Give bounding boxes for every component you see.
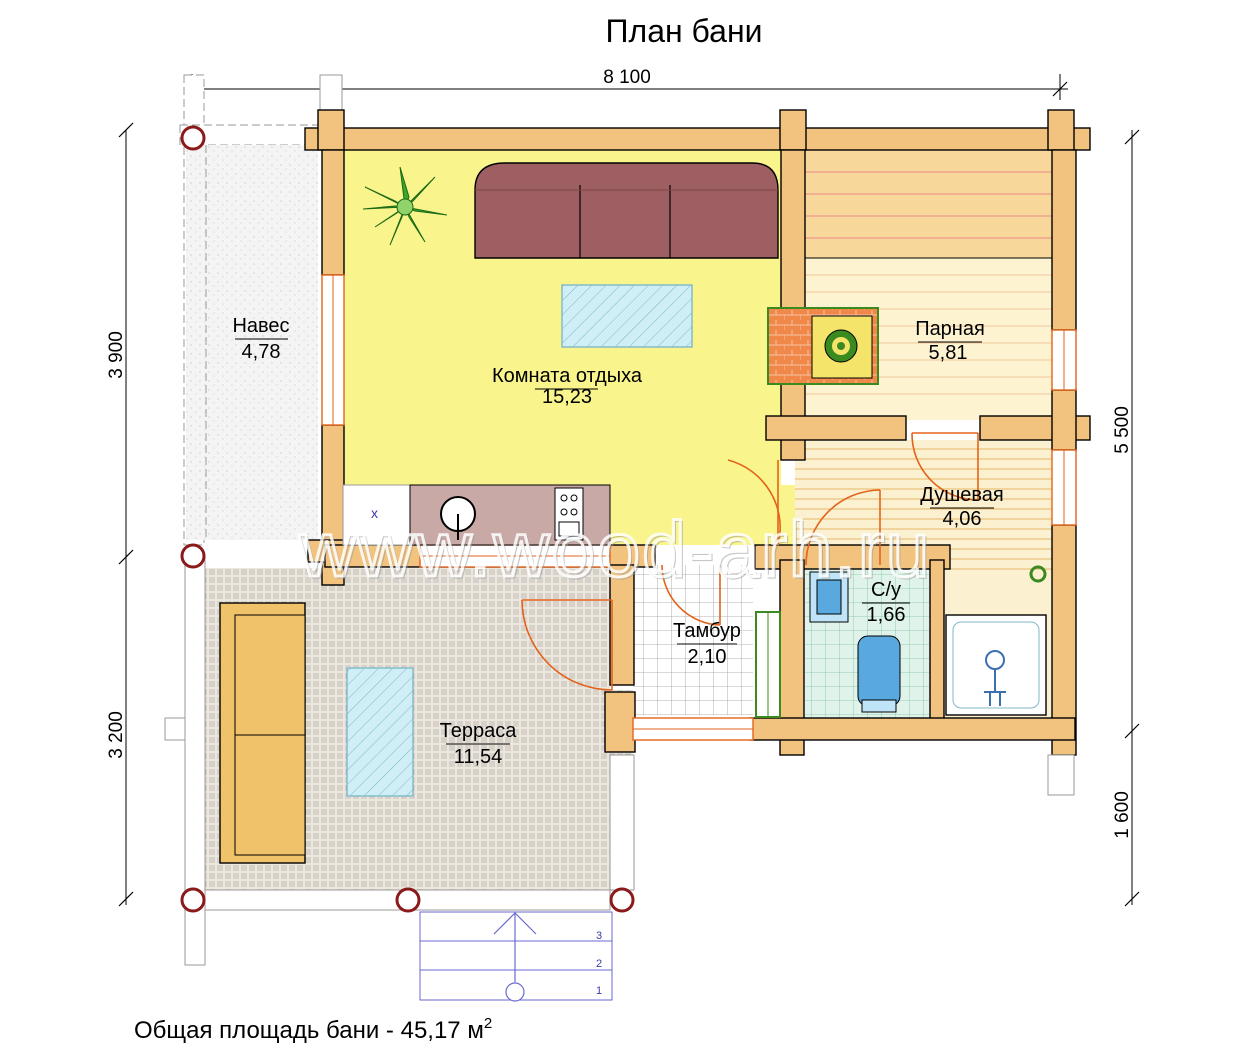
dim-width-label: 8 100: [603, 67, 651, 88]
room-name: Тамбур: [673, 620, 741, 642]
room-area: 11,54: [454, 746, 503, 768]
room-area: 15,23: [542, 386, 592, 408]
dimension-top: 8 100: [184, 67, 1068, 100]
stair-step-1: 1: [596, 985, 602, 997]
canopy-area: [179, 74, 343, 546]
terrace-table: [346, 667, 414, 797]
sauna-stove-icon: [767, 307, 879, 385]
sauna-bench: [804, 149, 1056, 259]
svg-text:Общая площадь бани - 45,17 м2: Общая площадь бани - 45,17 м2: [134, 1015, 492, 1044]
room-label-komnata: Комната отдыха 15,23: [492, 365, 643, 408]
door-entrance: [661, 564, 721, 626]
room-name: Терраса: [440, 720, 518, 742]
stove-icon: [554, 487, 584, 541]
room-label-dushevaya: Душевая 4,06: [920, 484, 1004, 530]
total-area: Общая площадь бани - 45,17 м2: [134, 1015, 492, 1044]
stair-step-3: 3: [596, 930, 602, 942]
room-label-terrasa: Терраса 11,54: [440, 720, 518, 768]
room-area: 1,66: [867, 604, 906, 626]
shower-valve-icon: [1029, 565, 1047, 583]
sink-icon: [440, 496, 476, 540]
room-label-tambur: Тамбур 2,10: [673, 620, 741, 668]
washbasin-icon: [809, 571, 849, 623]
room-name: Парная: [915, 318, 985, 340]
room-name: Душевая: [920, 484, 1004, 506]
dim-right-upper-label: 5 500: [1112, 406, 1133, 454]
dimension-left: 3 900 3 200: [106, 122, 134, 907]
room-area: 4,78: [242, 341, 281, 363]
entry-stairs: 3 2 1: [419, 911, 613, 1002]
room-name: Навес: [232, 315, 289, 337]
door-shower: [911, 432, 979, 501]
dimension-right: 5 500 1 600: [1112, 129, 1140, 907]
door-terrace: [521, 599, 613, 691]
room-name: С/у: [871, 579, 901, 601]
watermark-outline: www.wood-arh.ru: [300, 507, 934, 595]
door-wc: [805, 489, 881, 566]
rest-room-floor-lower: [610, 485, 795, 545]
column-posts: [180, 125, 635, 913]
room-name: Комната отдыха: [492, 365, 643, 387]
toilet-icon: [857, 635, 901, 713]
door-rest-room: [727, 459, 781, 546]
plant-icon: [362, 166, 448, 246]
room-label-parnaya: Парная 5,81: [915, 318, 985, 364]
rest-room-table: [561, 284, 693, 348]
kitchen-mark: x: [371, 505, 378, 521]
room-area: 5,81: [929, 342, 968, 364]
total-area-label: Общая площадь бани - 45,17 м: [134, 1017, 484, 1044]
dim-left-upper-label: 3 900: [106, 331, 127, 379]
sofa: [474, 162, 779, 259]
watermark: www.wood-arh.ru: [298, 505, 932, 593]
room-area: 4,06: [943, 508, 982, 530]
dim-right-lower-label: 1 600: [1112, 791, 1133, 839]
log-walls: [304, 109, 1091, 796]
vestibule-floor: [633, 565, 753, 715]
shower-tray-icon: [945, 614, 1047, 716]
stair-step-2: 2: [596, 958, 602, 970]
room-label-naves: Навес 4,78: [232, 315, 289, 363]
plan-title: План бани: [606, 13, 763, 49]
room-area: 2,10: [688, 646, 727, 668]
terrace-bench: [219, 602, 306, 864]
dim-left-lower-label: 3 200: [106, 711, 127, 759]
total-area-superscript: 2: [484, 1015, 492, 1032]
room-label-su: С/у 1,66: [862, 579, 910, 626]
